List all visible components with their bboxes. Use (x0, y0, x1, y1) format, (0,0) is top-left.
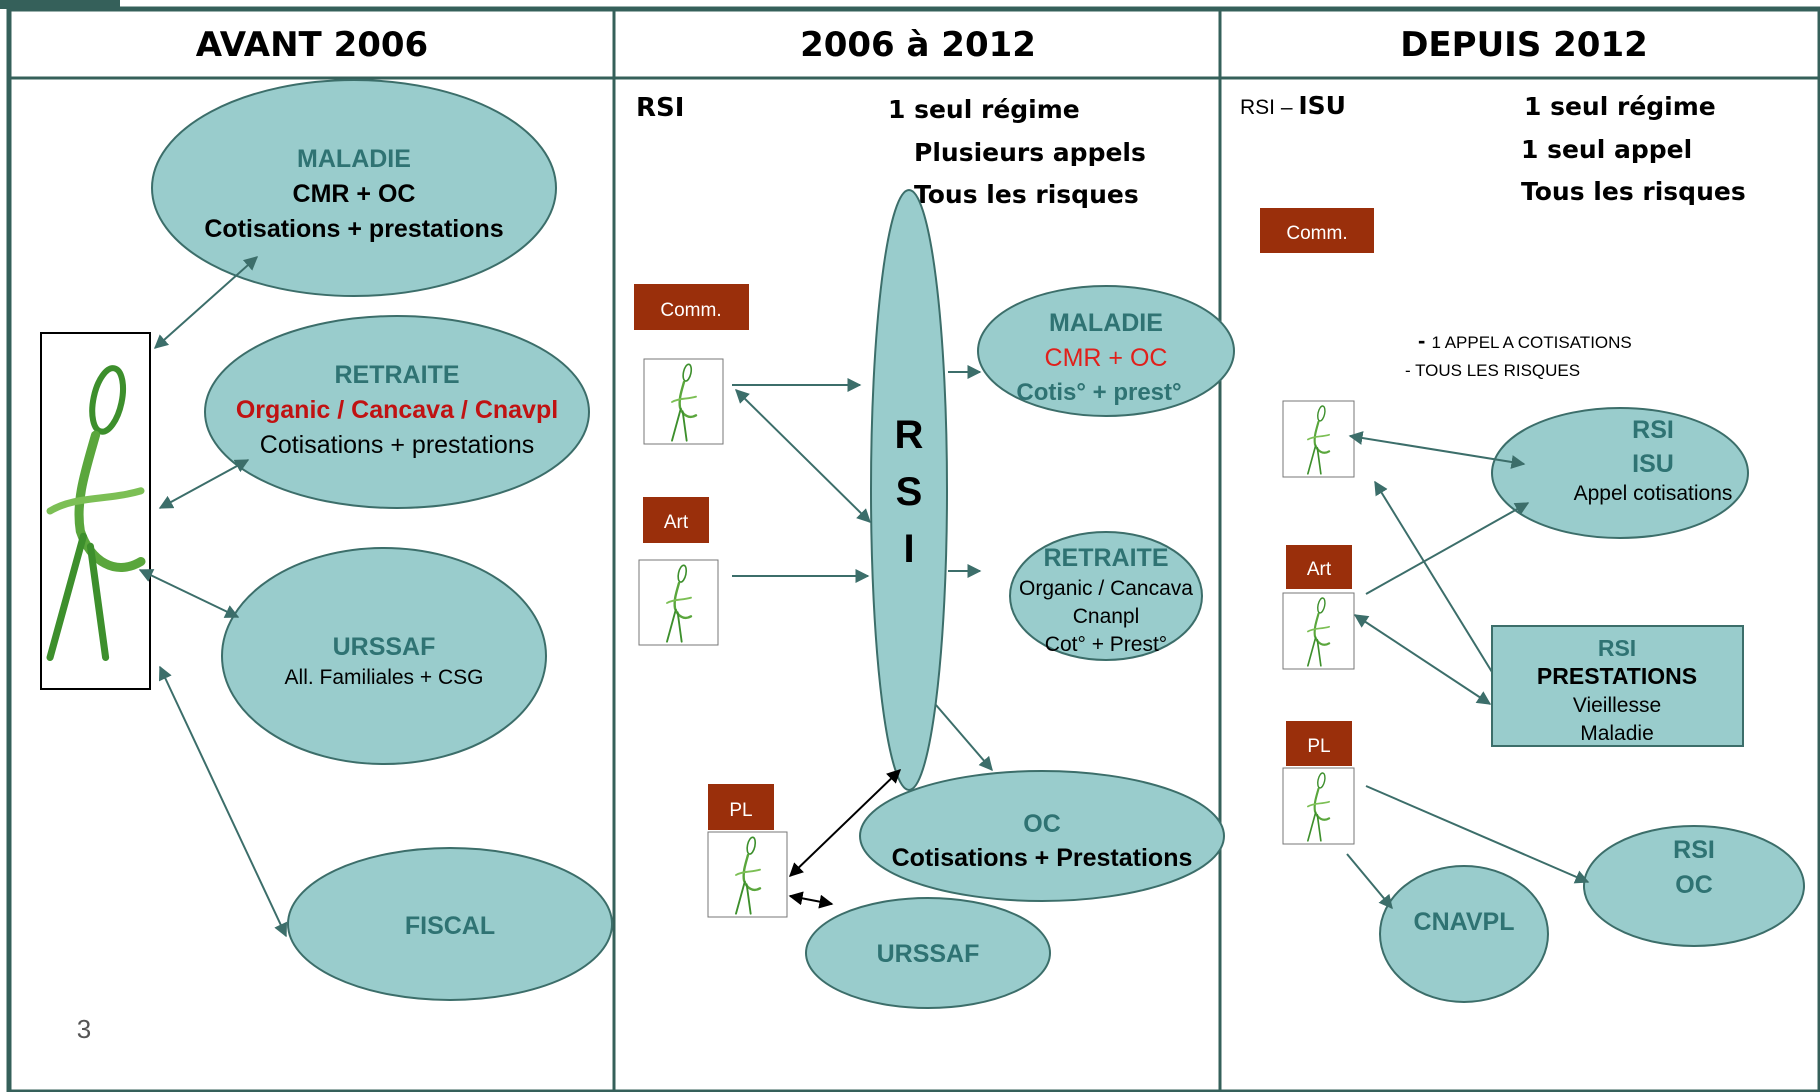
c2-line-1: 1 seul régime (888, 95, 1080, 124)
tag-comm-3-label: Comm. (1286, 223, 1347, 244)
node-retraite-2-title: RETRAITE (1044, 544, 1169, 572)
arrow-icon (735, 389, 871, 523)
node-oc-title: OC (1023, 810, 1061, 838)
node-fiscal-title: FISCAL (405, 912, 495, 940)
arrow-icon (1346, 853, 1393, 910)
node-retraite (204, 315, 590, 509)
node-rsi-isu-title: RSI (1632, 416, 1674, 444)
node-maladie (151, 79, 557, 297)
arrow-icon (1365, 502, 1530, 595)
outer-frame (6, 6, 1820, 1092)
rsi-letter-r: R (895, 413, 924, 457)
header-avant-2006: AVANT 2006 (196, 25, 428, 65)
arrow-icon (788, 891, 834, 909)
node-urssaf-title: URSSAF (333, 633, 436, 661)
arrow-icon (153, 256, 259, 349)
node-maladie-2-title: MALADIE (1049, 309, 1163, 337)
node-retraite-title: RETRAITE (335, 361, 460, 389)
arrow-icon (788, 769, 902, 877)
c2-line-3: Tous les risques (914, 180, 1139, 209)
tag-pl-3-label: PL (1307, 736, 1330, 757)
column-depuis-2012: RSI – ISU 1 seul régime 1 seul appel Tou… (1240, 91, 1805, 1003)
node-rsi-isu-line-2: Appel cotisations (1574, 482, 1733, 505)
node-retraite-line-2: Cotisations + prestations (260, 431, 534, 459)
node-maladie-2 (977, 285, 1235, 417)
c2-line-2: Plusieurs appels (914, 138, 1146, 167)
tag-comm-3 (1260, 208, 1374, 253)
arrow-icon (1348, 431, 1526, 469)
node-cnavpl (1379, 865, 1549, 1003)
column-2006-2012: RSI 1 seul régime Plusieurs appels Tous … (634, 93, 1235, 1009)
node-cnavpl-title: CNAVPL (1414, 908, 1515, 936)
rsi-isu-suffix: ISU (1298, 91, 1346, 120)
tag-pl-3 (1286, 721, 1352, 766)
rsi-isu-prefix: RSI – (1240, 96, 1298, 119)
node-rsi-oc-title: RSI (1673, 836, 1715, 864)
tag-art-3-label: Art (1307, 559, 1332, 580)
header-2006-2012: 2006 à 2012 (800, 25, 1036, 65)
node-rsi-oc-line-1: OC (1675, 871, 1713, 899)
node-urssaf-2 (805, 897, 1051, 1009)
node-rsi-prestations-title: RSI (1598, 635, 1636, 661)
rsi-isu-label: RSI – ISU (1240, 91, 1346, 120)
node-retraite-2-line-3: Cot° + Prest° (1045, 633, 1167, 656)
node-maladie-2-line-2: Cotis° + prest° (1016, 379, 1181, 406)
header-depuis-2012: DEPUIS 2012 (1400, 25, 1648, 65)
node-rsi-prestations (1491, 625, 1744, 747)
c3-line-2: 1 seul appel (1521, 135, 1692, 164)
c3-line-3: Tous les risques (1521, 177, 1746, 206)
note-1: - 1 APPEL A COTISATIONS (1418, 328, 1632, 353)
arrow-icon (158, 459, 250, 509)
node-rsi-central (870, 189, 948, 791)
node-rsi-isu (1491, 407, 1749, 539)
node-urssaf (221, 547, 547, 765)
node-fiscal (287, 847, 613, 1001)
tag-art-label: Art (664, 512, 689, 533)
note-1-text: 1 APPEL A COTISATIONS (1431, 333, 1631, 352)
tag-pl-label: PL (729, 800, 752, 821)
page-number: 3 (77, 1014, 91, 1044)
tag-pl (708, 784, 774, 830)
arrow-icon (1374, 480, 1493, 673)
node-rsi-isu-line-1: ISU (1632, 450, 1674, 478)
node-maladie-line-1: CMR + OC (293, 180, 416, 208)
c3-line-1: 1 seul régime (1524, 92, 1716, 121)
arrow-icon (935, 704, 993, 772)
column-avant-2006: MALADIE CMR + OC Cotisations + prestatio… (40, 79, 613, 1044)
arrow-icon (1353, 614, 1492, 705)
node-retraite-line-1: Organic / Cancava / Cnavpl (236, 396, 558, 424)
tag-art-3 (1286, 545, 1352, 589)
node-rsi-prestations-line-1: PRESTATIONS (1537, 663, 1697, 689)
arrow-icon (1365, 785, 1590, 884)
node-maladie-title: MALADIE (297, 145, 411, 173)
top-strip (0, 0, 120, 9)
node-oc-line-1: Cotisations + Prestations (892, 844, 1193, 872)
rsi-letter-s: S (896, 470, 923, 514)
rsi-letter-i: I (903, 527, 914, 571)
node-urssaf-2-title: URSSAF (877, 940, 980, 968)
rsi-label: RSI (636, 93, 684, 123)
arrow-icon (138, 569, 240, 618)
node-maladie-line-2: Cotisations + prestations (204, 215, 503, 243)
node-rsi-prestations-line-3: Maladie (1580, 722, 1654, 745)
arrow-icon (159, 665, 287, 938)
tag-comm (634, 284, 749, 330)
node-rsi-oc (1583, 825, 1805, 947)
tag-comm-label: Comm. (660, 300, 721, 321)
node-maladie-2-line-1: CMR + OC (1045, 344, 1168, 372)
node-rsi-prestations-line-2: Vieillesse (1573, 694, 1661, 717)
tag-art (643, 497, 709, 543)
note-2: - TOUS LES RISQUES (1405, 361, 1580, 380)
node-retraite-2 (1009, 531, 1203, 661)
node-urssaf-line-1: All. Familiales + CSG (285, 666, 484, 689)
node-retraite-2-line-1: Organic / Cancava (1019, 577, 1193, 600)
node-retraite-2-line-2: Cnanpl (1073, 605, 1140, 628)
